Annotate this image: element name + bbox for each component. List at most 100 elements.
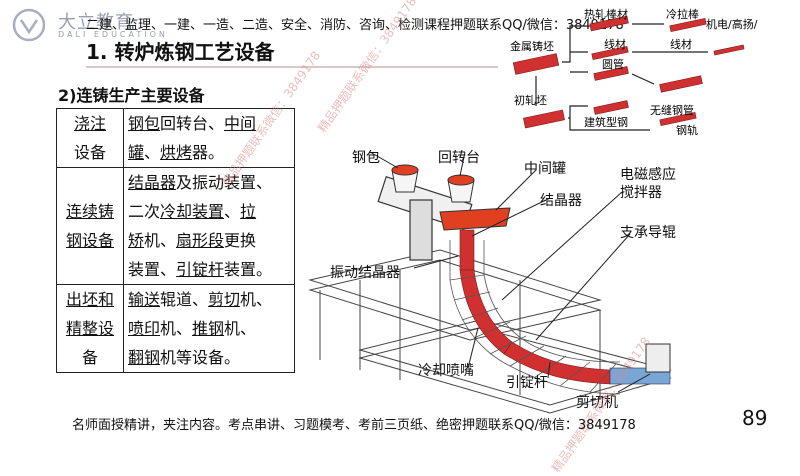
flow-label-building-steel: 建筑型钢	[584, 115, 628, 129]
label-turret: 回转台	[438, 150, 480, 166]
flow-label-wire: 线材	[604, 37, 626, 51]
ladle-left	[391, 164, 419, 193]
flow-arrow	[568, 105, 588, 119]
section-subtitle: 2)连铸生产主要设备	[58, 86, 205, 105]
label-support-roll: 支承导辊	[620, 225, 676, 241]
flow-label-round-tube: 圆管	[602, 57, 624, 71]
callout-lines	[369, 151, 651, 393]
text: 及振动装置、	[176, 173, 273, 192]
flow-label-cold-bar: 冷拉棒	[666, 7, 699, 21]
category-line: 精整设	[65, 319, 114, 338]
flow-arrow	[631, 73, 655, 85]
category-line: 出坯和	[65, 290, 114, 309]
logo-subtitle: DALI EDUCATION	[58, 30, 168, 39]
term: 翻钢	[128, 348, 161, 367]
category-line: 设备	[73, 143, 106, 162]
text: 机、	[240, 290, 273, 309]
table-row: 出坯和 精整设 备 输送辊道、剪切机、 喷印机、推钢机、 翻钢机等设备。	[56, 284, 295, 373]
category-line: 备	[81, 348, 98, 367]
text: 二次	[128, 202, 161, 221]
text: 回转台、	[160, 114, 225, 133]
label-dummy-bar: 引锭杆	[506, 375, 548, 391]
term: 输送	[128, 290, 161, 309]
mold-segment	[459, 229, 475, 271]
flow-arrow	[562, 25, 586, 63]
term: 结晶器	[128, 173, 177, 192]
category-line: 连续铸	[65, 202, 114, 221]
label-oscillating-mold: 振动结晶器	[330, 265, 400, 281]
flow-label-hot-bar: 热轧棒材	[584, 7, 628, 21]
wire-shape	[591, 45, 629, 61]
text: 、	[144, 143, 161, 162]
tube-shape	[593, 66, 629, 81]
description-cell: 结晶器及振动装置、 二次冷却装置、拉 矫机、扇形段更换 装置、引锭杆装置。	[123, 167, 295, 285]
label-mold: 结晶器	[540, 193, 582, 209]
text: 装置、	[128, 260, 177, 279]
flow-label-wire2: 线材	[670, 37, 692, 51]
product-flow-diagram: 金属铸坯 初轧坯 热轧棒材 冷拉棒 线材 圆管 线材 无缝钢管 建筑型钢 钢轨 …	[510, 7, 758, 137]
flow-label-rough-billet: 初轧坯	[514, 93, 547, 107]
term: 矫	[128, 231, 145, 250]
tundish-shape	[439, 207, 511, 231]
term: 钢包	[128, 114, 161, 133]
hot-bar-shape	[589, 15, 629, 32]
wire2-shape	[713, 44, 745, 56]
equipment-table: 浇注 设备 钢包回转台、中间 罐、烘烤器。 连续铸 钢设备 结晶器及振动装置、 …	[56, 108, 295, 373]
flow-side-note: 机电/高扬/	[706, 17, 758, 31]
term: 拉	[240, 202, 257, 221]
text: 更换	[224, 231, 257, 250]
table-row: 连续铸 钢设备 结晶器及振动装置、 二次冷却装置、拉 矫机、扇形段更换 装置、引…	[56, 167, 295, 285]
roller-rack	[449, 240, 621, 395]
label-ladle: 钢包	[352, 150, 380, 166]
ladle-right	[447, 174, 475, 203]
footer-promo: 名师面授精讲，夹注内容。考点串讲、习题模考、考前三页纸、绝密押题联系QQ/微信：…	[72, 418, 636, 433]
continuous-casting-machine-illustration	[308, 151, 672, 414]
category-line: 钢设备	[65, 231, 114, 250]
rail-shape	[659, 111, 697, 127]
text: 机、	[160, 319, 193, 338]
page-number: 89	[742, 406, 768, 430]
term: 喷印	[128, 319, 161, 338]
category-line: 浇注	[73, 114, 106, 133]
flow-label-metal-billet: 金属铸坯	[510, 39, 554, 53]
shear-machine-shape	[645, 343, 671, 373]
promo-banner: 二建、监理、一建、一造、二造、安全、消防、咨询、检测课程押题联系QQ/微信：38…	[86, 18, 624, 33]
label-em-stirrer: 电磁感应 搅拌器	[620, 167, 676, 201]
label-tundish: 中间罐	[524, 161, 566, 177]
description-cell: 钢包回转台、中间 罐、烘烤器。	[123, 108, 295, 168]
support-columns	[319, 260, 601, 400]
text: 辊道、	[160, 290, 209, 309]
text: 装置。	[224, 260, 273, 279]
text: 机、	[224, 319, 257, 338]
table-row: 浇注 设备 钢包回转台、中间 罐、烘烤器。	[56, 108, 295, 168]
term: 推钢	[192, 319, 225, 338]
title-divider	[86, 66, 498, 68]
platform-frame	[308, 249, 602, 331]
category-cell: 连续铸 钢设备	[56, 167, 124, 285]
metal-billet-shape	[512, 53, 560, 75]
term: 剪切	[208, 290, 241, 309]
logo	[8, 6, 158, 42]
seamless-tube-shape	[659, 75, 703, 93]
term: 中间	[224, 114, 257, 133]
text: 机等设备。	[160, 348, 241, 367]
text: 机、	[144, 231, 177, 250]
term: 罐	[128, 143, 145, 162]
term: 冷却装置	[160, 202, 225, 221]
rough-billet-shape	[523, 109, 565, 129]
text: 器。	[192, 143, 225, 162]
logo-emblem-icon	[12, 8, 46, 42]
label-shear: 剪切机	[576, 395, 618, 411]
turret-column	[409, 199, 433, 261]
flow-label-rail: 钢轨	[676, 123, 698, 137]
page-title: 1. 转炉炼钢工艺设备	[86, 40, 275, 64]
cold-bar-shape	[669, 17, 707, 33]
section-shape	[593, 100, 629, 115]
label-cooling-spray: 冷却喷嘴	[418, 363, 474, 379]
flow-label-seamless: 无缝钢管	[650, 103, 694, 117]
logo-name: 大立教育	[58, 12, 134, 33]
category-cell: 浇注 设备	[56, 108, 124, 168]
term: 扇形段	[176, 231, 225, 250]
category-cell: 出坯和 精整设 备	[56, 284, 124, 373]
flow-arrow	[569, 118, 650, 131]
